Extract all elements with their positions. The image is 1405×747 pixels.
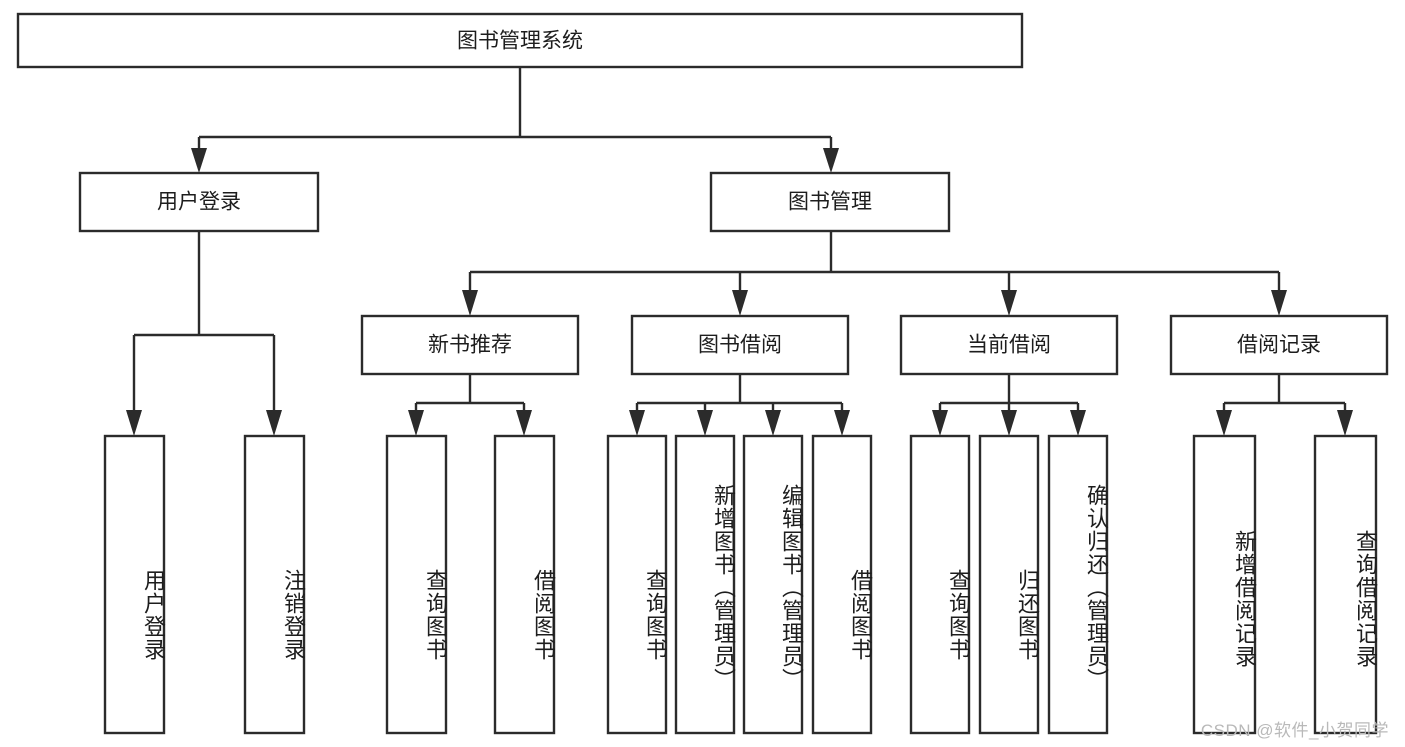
arrow-head-bookborrow-leaf-4	[834, 410, 850, 436]
node-user-login[interactable]: 用户登录	[78, 171, 320, 233]
arrow-head-newbook-leaf-2	[516, 410, 532, 436]
arrow-head-new-book	[462, 290, 478, 316]
leaf-box-newbook-query[interactable]	[385, 434, 448, 735]
leaf-box-bookborrow-edit[interactable]	[742, 434, 804, 735]
node-current-borrow-label: 当前借阅	[967, 334, 1051, 357]
arrow-head-currentborrow-leaf-1	[932, 410, 948, 436]
leaf-box-bookborrow-lend[interactable]	[811, 434, 873, 735]
leaf-box-record-add[interactable]	[1192, 434, 1257, 735]
arrow-head-book-mgmt	[823, 148, 839, 173]
arrow-head-book-borrow	[732, 290, 748, 316]
leaf-box-currentborrow-return[interactable]	[978, 434, 1040, 735]
leaf-box-currentborrow-confirm[interactable]	[1047, 434, 1109, 735]
node-new-book-recommend-label: 新书推荐	[428, 334, 512, 357]
leaf-box-bookborrow-add[interactable]	[674, 434, 736, 735]
node-borrow-record-box[interactable]	[1169, 314, 1389, 376]
connector-group	[126, 67, 1353, 436]
leaf-box-bookborrow-query[interactable]	[606, 434, 668, 735]
node-book-borrow[interactable]: 图书借阅	[630, 314, 850, 376]
arrow-head-bookborrow-leaf-2	[697, 410, 713, 436]
leaf-box-currentborrow-query[interactable]	[909, 434, 971, 735]
node-borrow-record[interactable]: 借阅记录	[1169, 314, 1389, 376]
node-new-book-recommend-box[interactable]	[360, 314, 580, 376]
leaf-box-record-query[interactable]	[1313, 434, 1378, 735]
arrow-head-borrowrecord-leaf-1	[1216, 410, 1232, 436]
arrow-head-user-login	[191, 148, 207, 173]
leaf-box-user-login[interactable]	[103, 434, 166, 735]
arrow-head-currentborrow-leaf-2	[1001, 410, 1017, 436]
arrow-head-bookborrow-leaf-1	[629, 410, 645, 436]
node-current-borrow[interactable]: 当前借阅	[899, 314, 1119, 376]
node-root-box[interactable]	[16, 12, 1024, 69]
arrow-head-bookborrow-leaf-3	[765, 410, 781, 436]
node-user-login-box[interactable]	[78, 171, 320, 233]
leaf-box-logout[interactable]	[243, 434, 306, 735]
node-user-login-label: 用户登录	[157, 191, 241, 214]
node-new-book-recommend[interactable]: 新书推荐	[360, 314, 580, 376]
node-current-borrow-box[interactable]	[899, 314, 1119, 376]
arrow-head-borrow-record	[1271, 290, 1287, 316]
csdn-watermark: CSDN @软件_小贺同学	[1200, 721, 1389, 740]
node-book-management[interactable]: 图书管理	[709, 171, 951, 233]
arrow-head-leaf-logout	[266, 410, 282, 436]
node-borrow-record-label: 借阅记录	[1237, 334, 1321, 357]
node-book-borrow-label: 图书借阅	[698, 334, 782, 357]
leaf-box-newbook-borrow[interactable]	[493, 434, 556, 735]
arrow-head-current-borrow	[1001, 290, 1017, 316]
arrow-head-borrowrecord-leaf-2	[1337, 410, 1353, 436]
node-book-management-label: 图书管理	[788, 191, 872, 214]
node-root-label: 图书管理系统	[457, 30, 583, 53]
arrow-head-currentborrow-leaf-3	[1070, 410, 1086, 436]
leaf-box-group	[103, 434, 1378, 735]
node-root[interactable]: 图书管理系统	[16, 12, 1024, 69]
arrow-head-newbook-leaf-1	[408, 410, 424, 436]
node-book-borrow-box[interactable]	[630, 314, 850, 376]
node-book-management-box[interactable]	[709, 171, 951, 233]
arrow-head-leaf-user-login	[126, 410, 142, 436]
